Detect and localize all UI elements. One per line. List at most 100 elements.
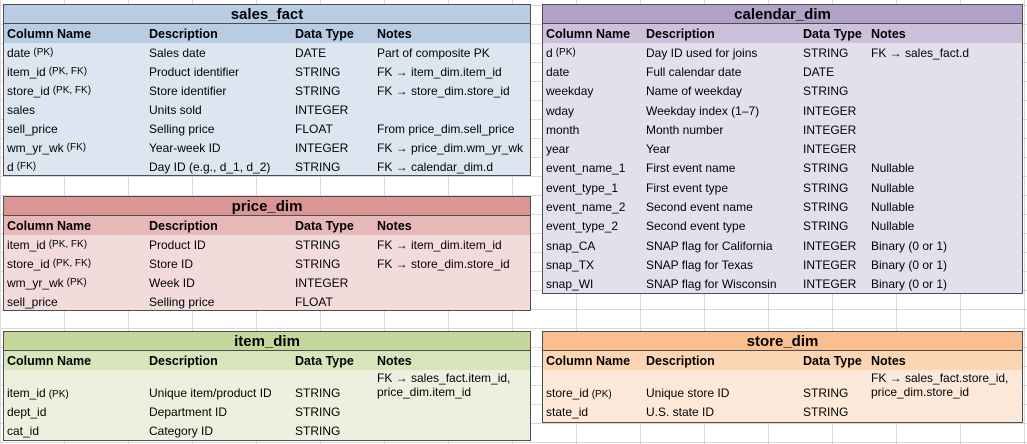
header-column-name: Column Name [543,351,643,370]
notes-cell [868,62,1022,81]
header-notes: Notes [868,351,1022,370]
description-cell: SNAP flag for Wisconsin [646,277,777,292]
data-type-cell: STRING [803,200,849,215]
table-calendar-dim: calendar_dim Column Name Description Dat… [542,4,1023,294]
column-name-cell: d(PK) [543,43,643,62]
description-cell: Name of weekday [646,84,743,99]
column-name: store_id [546,386,589,400]
data-type-cell: INTEGER [803,122,857,137]
column-name-cell: item_id(PK, FK) [4,235,146,254]
column-name: d [7,159,14,174]
column-name: store_id [7,83,50,98]
column-name: event_type_1 [546,180,619,195]
description-cell: Department ID [149,404,228,419]
description-cell: Sales date [149,45,206,60]
table-store-dim: store_dim Column Name Description Data T… [542,331,1023,423]
column-name: snap_WI [546,277,594,292]
data-type-cell: STRING [803,219,849,234]
column-name-cell: event_name_2 [543,197,643,216]
column-name-cell: wday [543,101,643,120]
description-cell: Unique store ID [646,386,730,400]
notes-cell: FK → item_dim.item_id [377,237,502,252]
column-name-cell: dept_id [4,402,146,421]
notes-cell: Nullable [871,200,915,215]
notes-cell [374,292,530,311]
key-tag: (PK) [33,47,54,58]
column-name: wm_yr_wk [7,275,64,290]
data-type-cell: DATE [803,64,835,79]
table-item-dim: item_dim Column Name Description Data Ty… [3,331,531,441]
key-tag: (PK) [48,389,69,400]
data-type-cell: STRING [295,256,341,271]
notes-cell [868,82,1022,101]
header-description: Description [146,351,292,370]
column-name-cell: wm_yr_wk(FK) [4,138,146,157]
column-name: year [546,142,570,157]
description-cell: Category ID [149,423,214,438]
key-tag: (PK, FK) [48,66,88,77]
header-data-type: Data Type [800,351,868,370]
column-name-cell: month [543,120,643,139]
column-name: event_type_2 [546,219,619,234]
column-name: item_id [7,386,46,400]
data-type-cell: STRING [295,386,341,400]
data-type-cell: STRING [295,423,341,438]
column-name: date [7,45,31,60]
description-cell: U.S. state ID [646,404,715,419]
data-type-cell: FLOAT [295,121,333,136]
table-sales-fact: sales_fact Column Name Description Data … [3,4,531,176]
header-description: Description [146,24,292,43]
notes-cell: FK → sales_fact.item_id, price_dim.item_… [377,371,511,399]
description-cell: Selling price [149,294,215,309]
header-description: Description [146,216,292,235]
data-type-cell: STRING [803,161,849,176]
key-tag: (PK) [66,277,87,288]
header-notes: Notes [868,24,1022,43]
column-name: store_id [7,256,50,271]
data-type-cell: INTEGER [803,238,857,253]
description-cell: Week ID [149,275,195,290]
key-tag: (PK, FK) [52,258,92,269]
notes-cell: Part of composite PK [377,45,490,60]
table-price-dim: price_dim Column Name Description Data T… [3,196,531,311]
notes-cell [374,273,530,292]
column-name: item_id [7,237,46,252]
column-name: sales [7,102,36,117]
column-name-cell: sell_price [4,292,146,311]
notes-cell [868,139,1022,158]
description-cell: First event name [646,161,736,176]
description-cell: Second event type [646,219,746,234]
column-name-cell: item_id(PK, FK) [4,62,146,81]
column-name-cell: weekday [543,82,643,101]
column-name-cell: store_id(PK, FK) [4,254,146,273]
notes-cell [374,402,530,421]
description-cell: Second event name [646,200,753,215]
description-cell: Store identifier [149,83,227,98]
notes-cell [868,402,1022,421]
column-name: date [546,64,570,79]
description-cell: SNAP flag for Texas [646,257,753,272]
key-tag: (PK, FK) [48,239,88,250]
column-name: wm_yr_wk [7,140,64,155]
data-type-cell: STRING [295,83,341,98]
data-type-cell: STRING [295,404,341,419]
data-type-cell: INTEGER [295,102,349,117]
header-description: Description [643,24,800,43]
description-cell: Selling price [149,121,215,136]
table-title: sales_fact [4,5,530,24]
header-data-type: Data Type [800,24,868,43]
column-name-cell: date(PK) [4,43,146,62]
column-name-cell: year [543,139,643,158]
notes-cell: Binary (0 or 1) [871,257,948,272]
column-name: sell_price [7,294,58,309]
data-type-cell: STRING [295,159,341,174]
table-title: calendar_dim [543,5,1022,24]
notes-cell [868,101,1022,120]
data-type-cell: STRING [295,64,341,79]
data-type-cell: STRING [803,386,849,400]
notes-cell: Nullable [871,219,915,234]
data-type-cell: FLOAT [295,294,333,309]
column-name-cell: d(FK) [4,157,146,176]
notes-cell: FK → store_dim.store_id [377,256,510,271]
key-tag: (FK) [66,142,87,153]
